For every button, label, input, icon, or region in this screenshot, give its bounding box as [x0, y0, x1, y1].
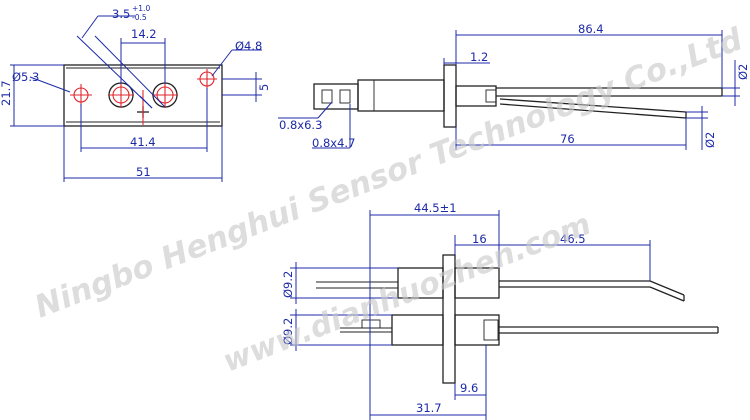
tolerance-upper-label: +1.0 [132, 4, 150, 13]
rear-length-label: 31.7 [416, 401, 442, 415]
tolerance-lower-label: -0.5 [132, 13, 147, 22]
rod-length-label: 76 [560, 132, 575, 146]
electrode-hole-right [152, 82, 178, 108]
tab-2-label: 0.8x4.7 [312, 136, 355, 150]
height-label: 21.7 [0, 80, 13, 106]
body-dia-bottom-label: Ø9.2 [281, 318, 295, 345]
left-mount-hole [70, 84, 92, 106]
mount-flange [443, 64, 457, 128]
ceramic-body [357, 79, 445, 112]
right-mount-hole [197, 69, 217, 89]
hole-right-dia-label: Ø4.8 [235, 39, 262, 53]
top-plan-view [290, 210, 719, 420]
bracket-front-view [10, 15, 262, 182]
electrode-hole-left [108, 82, 134, 108]
body-dia-top-label: Ø9.2 [281, 271, 295, 298]
overall-length-label: 86.4 [578, 22, 604, 36]
width-label: 51 [136, 165, 151, 179]
flange-thickness-label: 1.2 [470, 50, 488, 64]
flange-offset-label: 9.6 [460, 381, 478, 395]
hole-spacing-label: 14.2 [131, 27, 157, 41]
hole-left-dia-label: Ø5.3 [12, 70, 39, 84]
side-elevation-view [278, 30, 740, 150]
insulator-length-label: 16 [472, 232, 487, 246]
tolerance-main-label: 3.5 [112, 7, 130, 21]
rod-dia-bottom-label: Ø2 [703, 132, 717, 148]
hole-offset-label: 5 [257, 84, 271, 91]
terminal-tab [313, 83, 359, 110]
rod-extension-label: 46.5 [560, 232, 586, 246]
rod-dia-top-label: Ø2 [736, 64, 750, 80]
hole-outer-spacing-label: 41.4 [130, 135, 156, 149]
overall-44-label: 44.5±1 [414, 201, 457, 215]
tab-1-label: 0.8x6.3 [279, 118, 322, 132]
